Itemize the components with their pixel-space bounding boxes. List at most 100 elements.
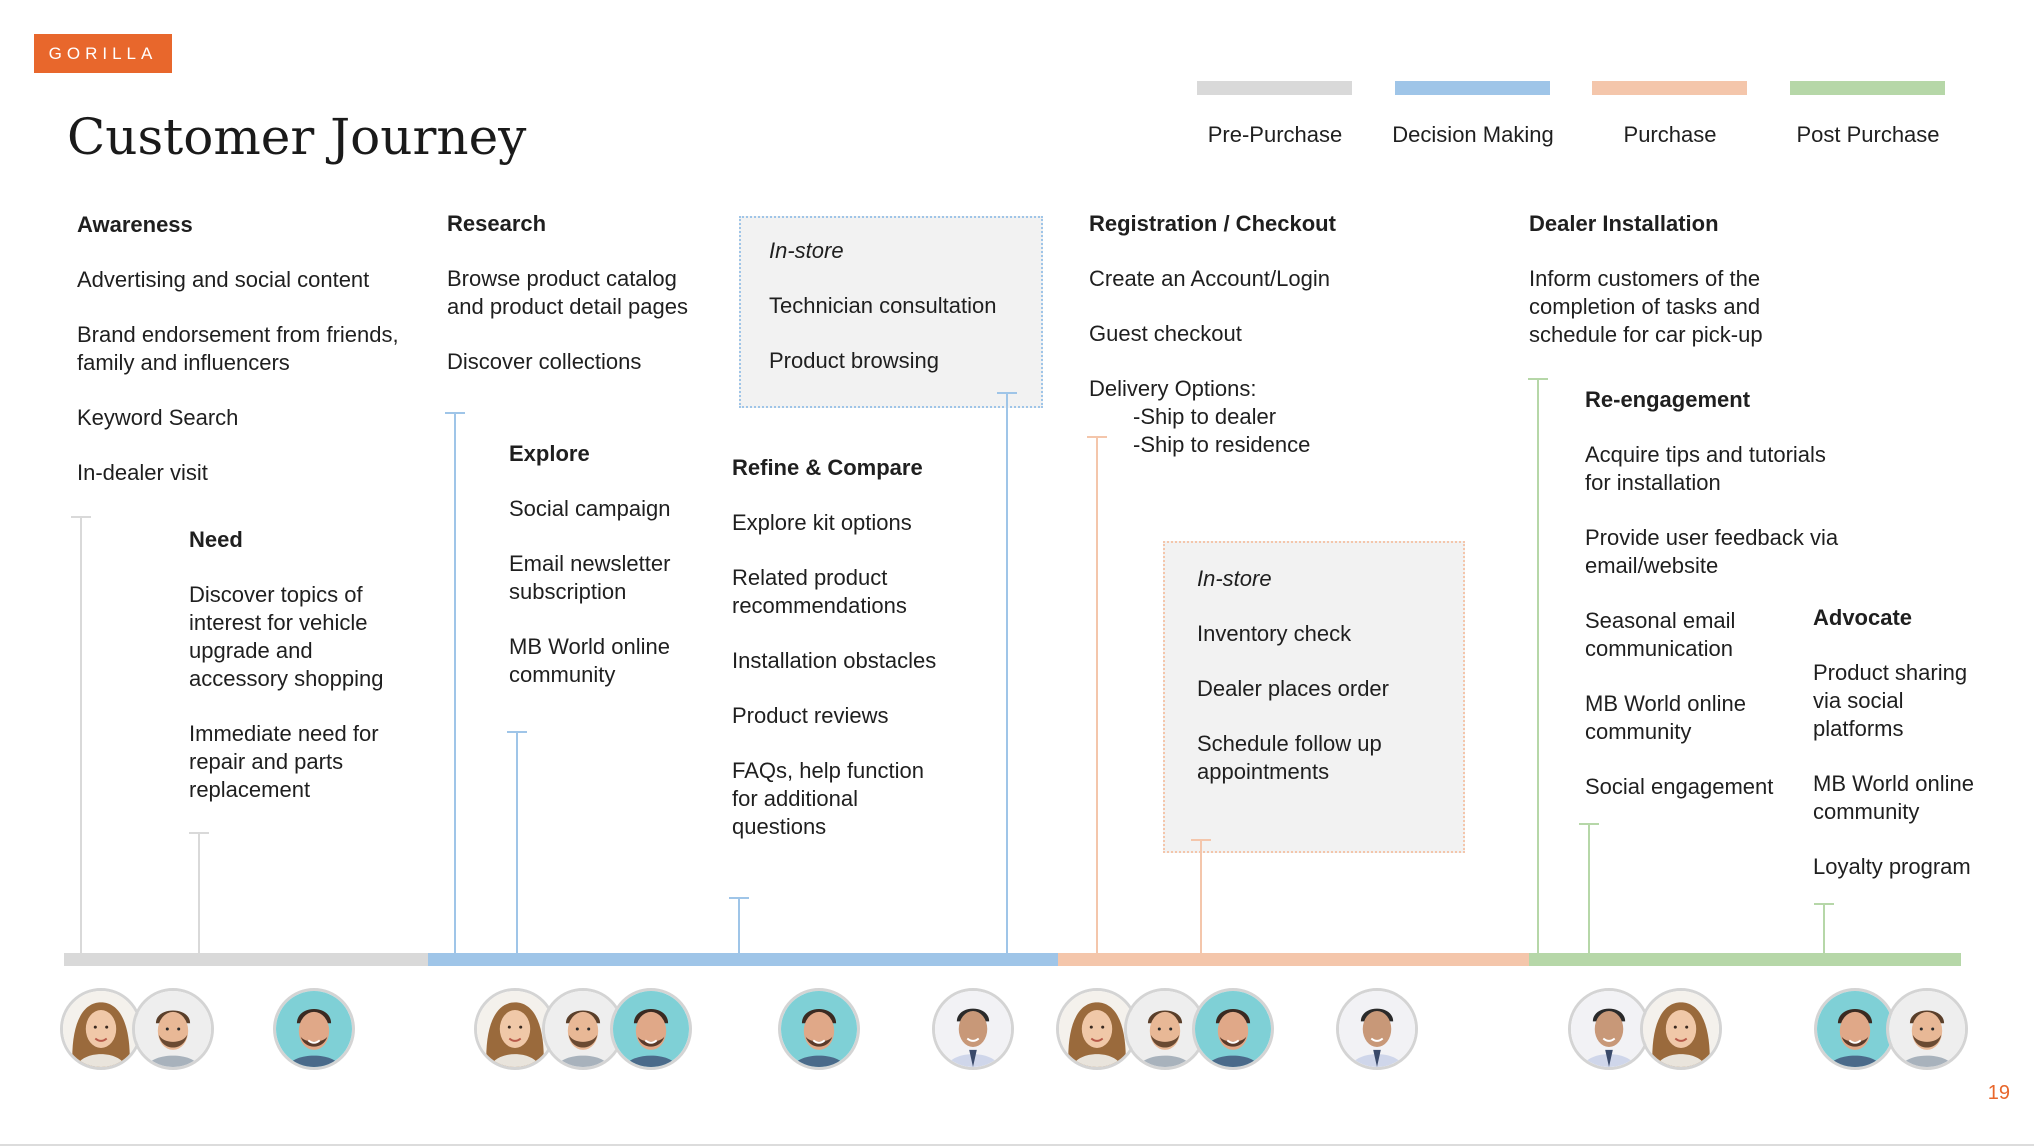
stage-heading: Advocate bbox=[1813, 605, 1913, 630]
avatar bbox=[1814, 988, 1896, 1070]
stage-item: Product reviews bbox=[732, 703, 889, 728]
stage-heading: Explore bbox=[509, 441, 590, 466]
stage-item: In-dealer visit bbox=[77, 460, 208, 485]
stage-item: Product browsing bbox=[769, 348, 939, 373]
timeline-purchase bbox=[1058, 953, 1529, 966]
legend-label-decision-making: Decision Making bbox=[1392, 122, 1554, 147]
timeline-post-purchase bbox=[1529, 953, 1961, 966]
timeline-pre-purchase bbox=[64, 953, 428, 966]
stage-heading: Need bbox=[189, 527, 243, 552]
avatar bbox=[273, 988, 355, 1070]
legend-swatch-pre-purchase bbox=[1197, 81, 1352, 95]
connector-need bbox=[198, 832, 200, 956]
stage-heading: Re-engagement bbox=[1585, 387, 1751, 412]
connector-advocate bbox=[1823, 903, 1825, 956]
stage-item: Keyword Search bbox=[77, 405, 239, 430]
stage-heading: Dealer Installation bbox=[1529, 211, 1719, 236]
delivery-option: -Ship to dealer bbox=[1133, 404, 1277, 429]
connector-installation bbox=[1537, 378, 1539, 956]
connector-tick bbox=[1579, 823, 1599, 825]
stage-heading: In-store bbox=[1197, 566, 1272, 591]
stage-item: Acquire tips and tutorials for installat… bbox=[1585, 442, 1826, 495]
connector-tick bbox=[71, 516, 91, 518]
stage-item: Email newsletter subscription bbox=[509, 551, 671, 604]
stage-dealer-installation: Dealer Installation Inform customers of … bbox=[1529, 210, 1849, 376]
stage-item: Immediate need for repair and parts repl… bbox=[189, 721, 379, 802]
connector-checkout bbox=[1096, 436, 1098, 956]
connector-tick bbox=[1814, 903, 1834, 905]
bottom-divider bbox=[0, 1144, 2034, 1146]
stage-item: Create an Account/Login bbox=[1089, 266, 1330, 291]
stage-item: Loyalty program bbox=[1813, 854, 1971, 879]
legend-label-purchase: Purchase bbox=[1623, 122, 1717, 147]
connector-tick bbox=[189, 832, 209, 834]
stage-explore: Explore Social campaign Email newsletter… bbox=[509, 440, 729, 716]
delivery-option: -Ship to residence bbox=[1133, 432, 1311, 457]
stage-awareness: Awareness Advertising and social content… bbox=[77, 211, 437, 514]
connector-instore-decision bbox=[1006, 392, 1008, 956]
stage-research: Research Browse product catalog and prod… bbox=[447, 210, 747, 403]
avatar bbox=[932, 988, 1014, 1070]
stage-instore-decision: In-store Technician consultation Product… bbox=[769, 237, 1039, 402]
stage-item: FAQs, help function for additional quest… bbox=[732, 758, 924, 839]
avatar bbox=[60, 988, 142, 1070]
avatar bbox=[132, 988, 214, 1070]
connector-explore bbox=[516, 731, 518, 956]
avatar bbox=[1192, 988, 1274, 1070]
stage-instore-purchase: In-store Inventory check Dealer places o… bbox=[1197, 565, 1457, 813]
legend-swatch-decision-making bbox=[1395, 81, 1550, 95]
stage-checkout: Registration / Checkout Create an Accoun… bbox=[1089, 210, 1409, 459]
connector-research bbox=[454, 412, 456, 956]
stage-item: Advertising and social content bbox=[77, 267, 370, 292]
connector-awareness bbox=[80, 516, 82, 956]
stage-item: Browse product catalog and product detai… bbox=[447, 266, 688, 319]
stage-need: Need Discover topics of interest for veh… bbox=[189, 526, 439, 831]
stage-heading: Awareness bbox=[77, 212, 193, 237]
stage-item: Brand endorsement from friends, family a… bbox=[77, 322, 399, 375]
stage-item: Discover topics of interest for vehicle … bbox=[189, 582, 384, 691]
connector-instore-purchase bbox=[1200, 839, 1202, 956]
stage-item: Inventory check bbox=[1197, 621, 1352, 646]
stage-item: Guest checkout bbox=[1089, 321, 1242, 346]
connector-tick bbox=[1087, 436, 1107, 438]
page-number: 19 bbox=[1987, 1082, 2010, 1104]
stage-item: Schedule follow up appointments bbox=[1197, 731, 1382, 784]
stage-item: Social engagement bbox=[1585, 774, 1774, 799]
stage-advocate: Advocate Product sharing via social plat… bbox=[1813, 604, 2013, 908]
stage-heading: In-store bbox=[769, 238, 844, 263]
stage-item: Technician consultation bbox=[769, 293, 997, 318]
stage-item: Seasonal email communication bbox=[1585, 608, 1736, 661]
gorilla-logo: GORILLA bbox=[34, 34, 172, 73]
stage-heading: Refine & Compare bbox=[732, 455, 923, 480]
avatar bbox=[1336, 988, 1418, 1070]
connector-tick bbox=[507, 731, 527, 733]
avatar bbox=[1640, 988, 1722, 1070]
stage-heading: Registration / Checkout bbox=[1089, 211, 1336, 236]
stage-refine-compare: Refine & Compare Explore kit options Rel… bbox=[732, 454, 992, 868]
timeline-decision-making bbox=[428, 953, 1058, 966]
stage-item: Dealer places order bbox=[1197, 676, 1389, 701]
connector-tick bbox=[1191, 839, 1211, 841]
instore-purchase-box bbox=[1163, 541, 1465, 853]
stage-reengagement: Re-engagement Acquire tips and tutorials… bbox=[1585, 386, 1845, 828]
instore-decision-box bbox=[739, 216, 1043, 408]
stage-item: Discover collections bbox=[447, 349, 642, 374]
connector-tick bbox=[729, 897, 749, 899]
stage-item: MB World online community bbox=[509, 634, 670, 687]
avatar bbox=[778, 988, 860, 1070]
connector-reengagement bbox=[1588, 823, 1590, 956]
stage-item: Provide user feedback via email/website bbox=[1585, 525, 1839, 578]
legend-label-pre-purchase: Pre-Purchase bbox=[1207, 122, 1343, 147]
stage-item: Explore kit options bbox=[732, 510, 912, 535]
delivery-options-title: Delivery Options: bbox=[1089, 376, 1257, 401]
stage-item: Installation obstacles bbox=[732, 648, 937, 673]
stage-item: MB World online community bbox=[1813, 771, 1974, 824]
stage-item: Related product recommendations bbox=[732, 565, 907, 618]
legend-swatch-post-purchase bbox=[1790, 81, 1945, 95]
avatar bbox=[1886, 988, 1968, 1070]
connector-tick bbox=[1528, 378, 1548, 380]
connector-tick bbox=[445, 412, 465, 414]
stage-heading: Research bbox=[447, 211, 547, 236]
stage-item: Social campaign bbox=[509, 496, 671, 521]
avatar bbox=[610, 988, 692, 1070]
